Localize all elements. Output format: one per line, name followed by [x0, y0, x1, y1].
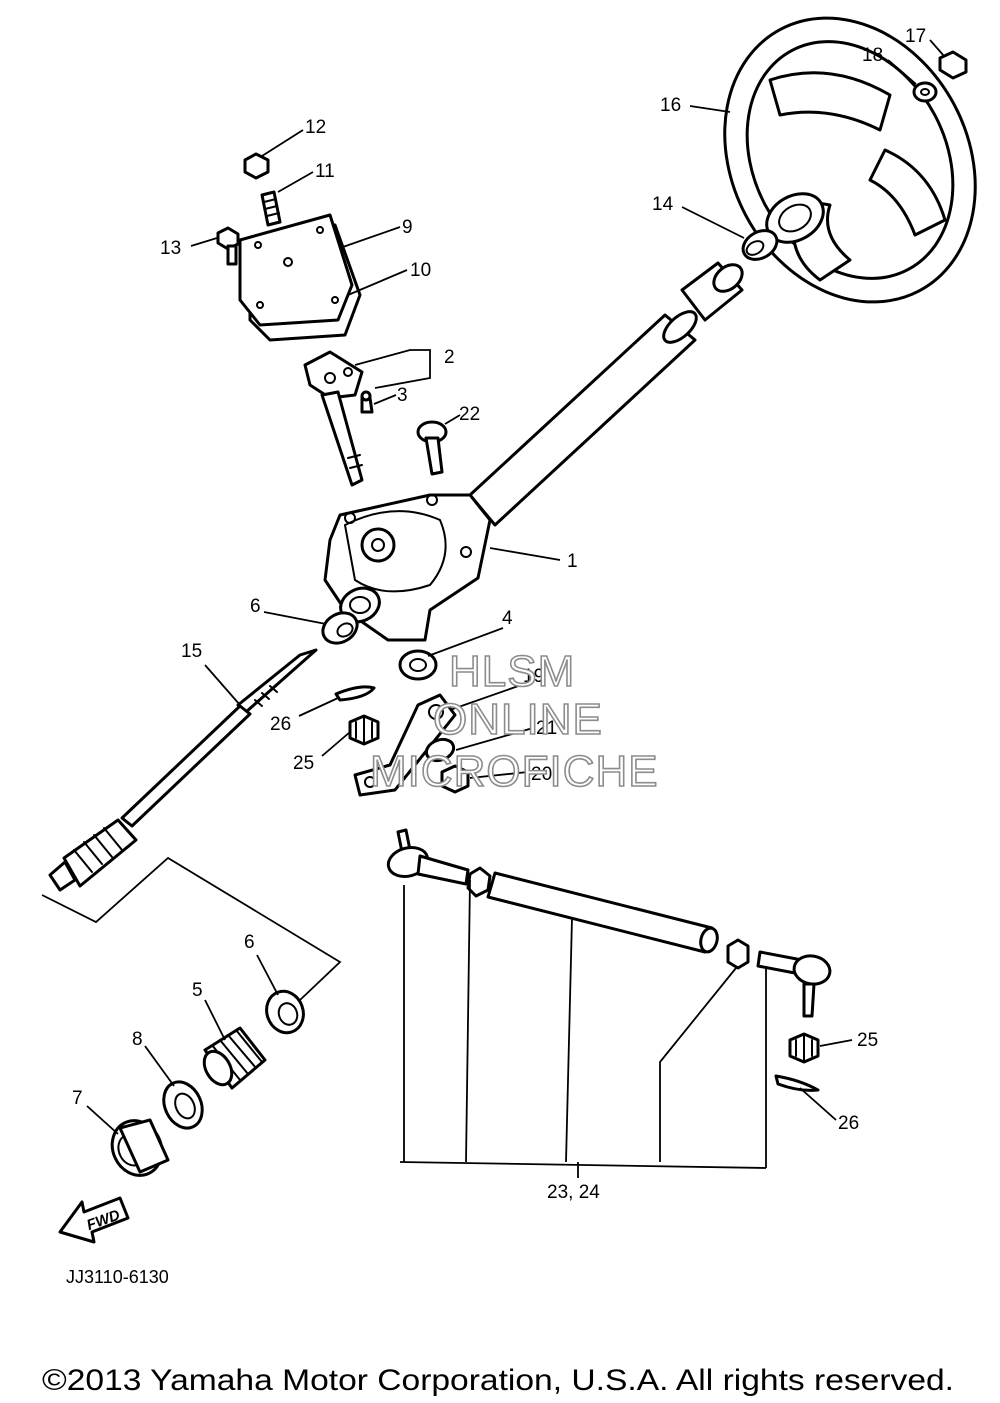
callout-13: 13 — [160, 238, 181, 259]
nut-17 — [938, 50, 968, 80]
copyright-footer: ©2013 Yamaha Motor Corporation, U.S.A. A… — [42, 1364, 954, 1397]
sector-shaft-2 — [303, 350, 364, 487]
steering-shaft-15 — [48, 648, 318, 892]
steering-column — [468, 310, 698, 527]
tie-rod-end-right — [756, 950, 832, 1018]
watermark-line-1: HLSM — [449, 647, 575, 696]
callout-5: 5 — [192, 980, 203, 1001]
grease-nipple-3 — [360, 390, 374, 414]
adjusting-screw-11 — [260, 190, 282, 227]
nut-12 — [243, 152, 270, 180]
seal-8 — [162, 1080, 204, 1130]
bearing-4 — [398, 649, 438, 681]
callout-1: 1 — [567, 551, 578, 572]
callout-6-lower: 6 — [244, 932, 255, 953]
worm-gear-5 — [202, 1026, 267, 1090]
leader-lines — [86, 39, 945, 1135]
cotter-pin-26-upper — [334, 685, 376, 702]
callout-9: 9 — [402, 217, 413, 238]
washer-18 — [912, 81, 938, 103]
callout-12: 12 — [305, 117, 326, 138]
fwd-arrow-icon: FWD — [58, 1196, 130, 1244]
pitman-arm-19 — [353, 693, 457, 797]
callout-22: 22 — [459, 404, 480, 425]
diagram-code: JJ3110-6130 — [66, 1267, 169, 1287]
callout-7: 7 — [72, 1088, 83, 1109]
callout-26-lower: 26 — [838, 1113, 859, 1134]
lock-washer-21 — [424, 737, 456, 763]
bolt-22 — [416, 420, 448, 476]
bushing-7 — [110, 1118, 170, 1177]
callout-25-upper: 25 — [293, 753, 314, 774]
bearing-6-upper — [321, 611, 359, 645]
collar-14 — [741, 229, 779, 261]
callout-19: 19 — [523, 666, 544, 687]
bolt-13 — [216, 226, 240, 266]
callout-25-lower: 25 — [857, 1030, 878, 1051]
callout-20: 20 — [531, 764, 552, 785]
callout-17: 17 — [905, 26, 926, 47]
castle-nut-25-lower — [788, 1032, 820, 1064]
column-bushing — [680, 261, 744, 322]
callout-21: 21 — [536, 718, 557, 739]
callout-23-24: 23, 24 — [547, 1182, 600, 1203]
lock-nut-left — [466, 866, 492, 898]
gear-housing-1 — [323, 493, 492, 642]
callout-2: 2 — [444, 347, 455, 368]
callout-14: 14 — [652, 194, 674, 215]
bearing-6-lower — [265, 989, 305, 1035]
nut-20 — [440, 764, 470, 794]
callout-11: 11 — [315, 161, 335, 182]
tie-rod-end-left — [386, 828, 470, 886]
callout-8: 8 — [132, 1029, 143, 1050]
tie-rod-tube — [486, 871, 719, 954]
callout-3: 3 — [397, 385, 408, 406]
watermark: HLSM ONLINE MICROFICHE — [369, 646, 659, 797]
castle-nut-25-upper — [348, 714, 380, 746]
callout-10: 10 — [410, 260, 431, 281]
callout-18: 18 — [862, 45, 883, 66]
bracket-23-24 — [399, 879, 767, 1178]
callout-26-upper: 26 — [270, 714, 291, 735]
callout-6-upper: 6 — [250, 596, 261, 617]
cover-9 — [238, 213, 354, 327]
callout-4: 4 — [502, 608, 513, 629]
watermark-line-3: MICROFICHE — [370, 747, 659, 796]
callout-15: 15 — [181, 641, 202, 662]
cotter-pin-26-lower — [774, 1074, 820, 1092]
steering-wheel — [723, 16, 977, 304]
explode-bracket — [41, 856, 342, 1001]
callout-16: 16 — [660, 95, 681, 116]
watermark-line-2: ONLINE — [433, 695, 603, 744]
lock-nut-right — [726, 938, 750, 970]
callout-labels: 1 2 3 4 5 6 6 7 8 9 10 11 12 13 14 15 16… — [72, 26, 926, 1203]
